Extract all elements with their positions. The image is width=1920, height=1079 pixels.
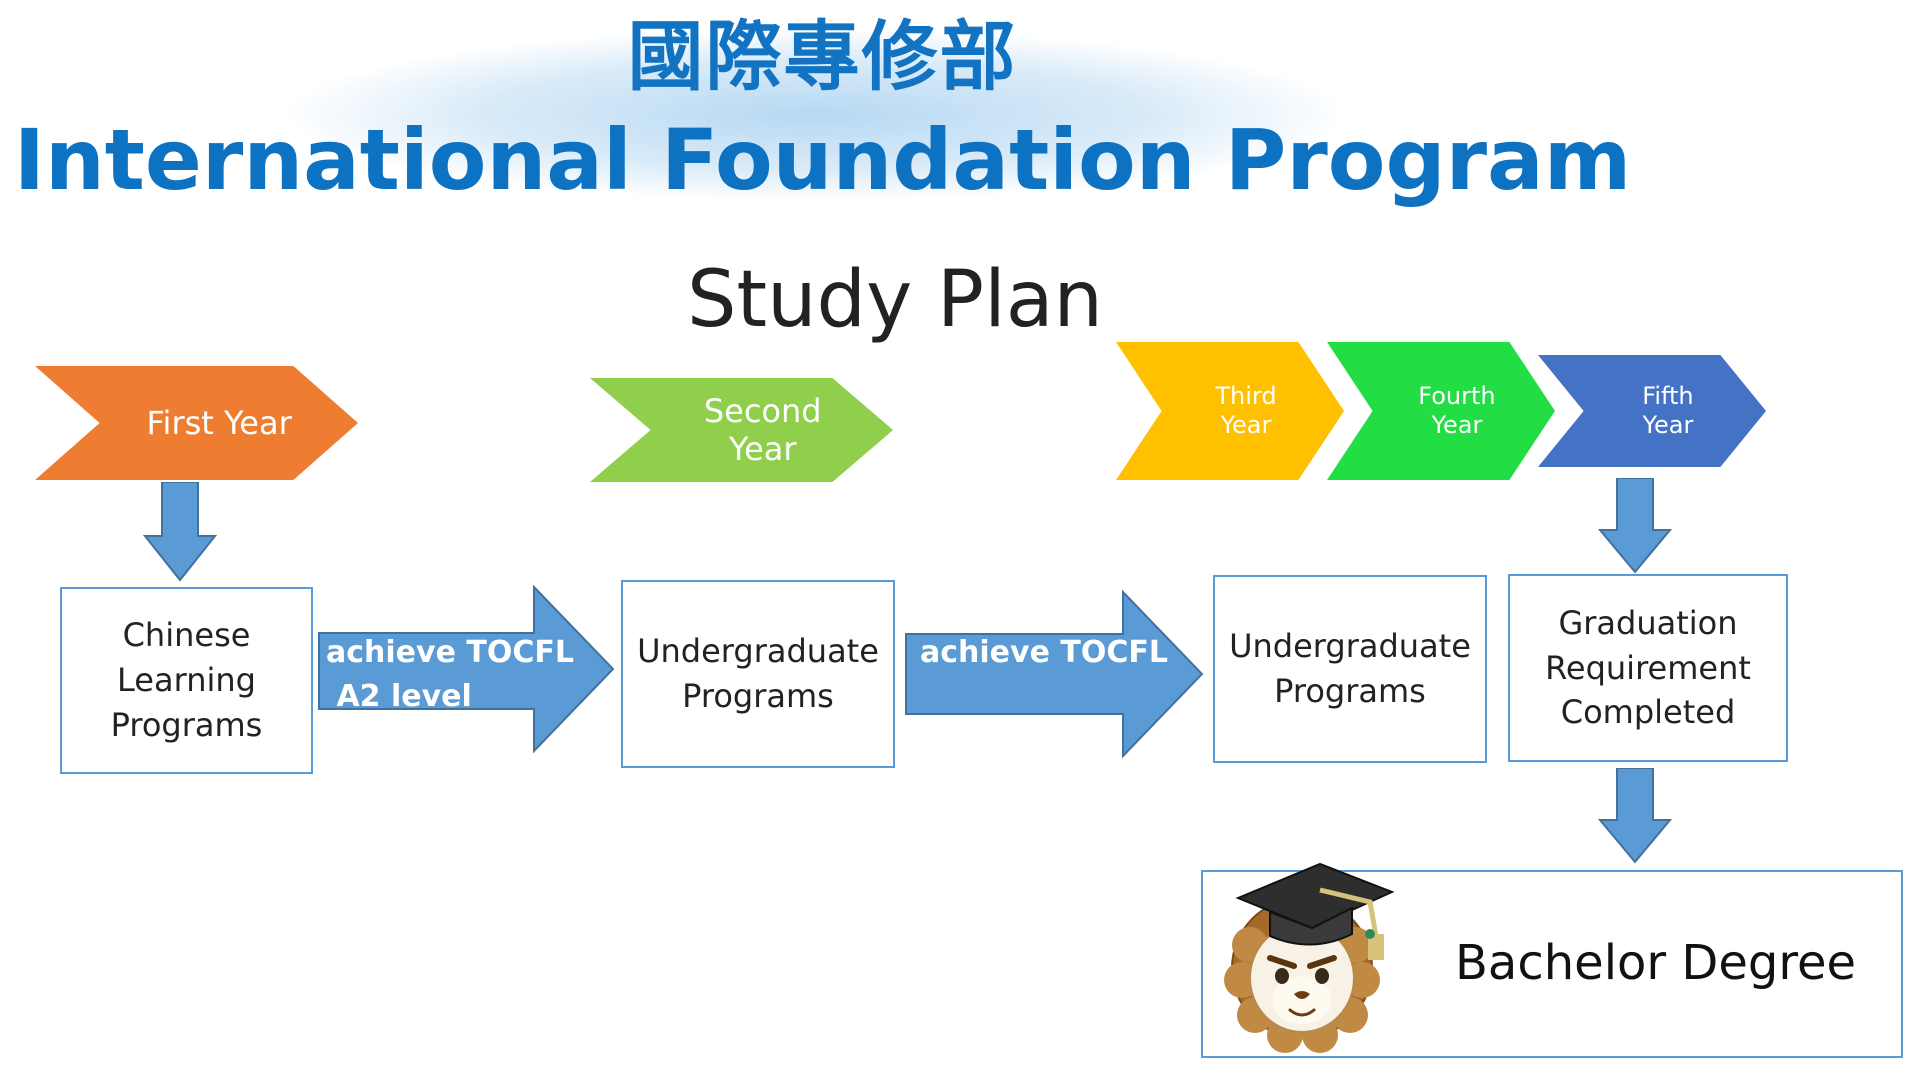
undergraduate-programs-box-1: Undergraduate Programs [621,580,895,768]
requirement-b1-line1: achieve TOCFL [920,635,1168,670]
requirement-a2-line2: A2 level [326,679,472,714]
title-chinese: 國際專修部 [627,12,1018,101]
requirement-b1-line2: B1 level [920,676,1072,760]
chevron-third-year-label: Third Year [1215,382,1277,439]
graduation-requirement-box: Graduation Requirement Completed [1508,574,1788,762]
requirement-arrow-b1 [905,590,1204,758]
title-english: International Foundation Program [13,111,1632,209]
chevron-second-year-label: Second Year [703,391,822,468]
lion-graduate-mascot-icon [1224,862,1395,1053]
chevron-fifth-year: Fifth Year [1538,355,1766,467]
chevron-first-year-label: First Year [146,403,292,442]
chevron-fourth-year: Fourth Year [1327,342,1555,480]
chevron-third-year: Third Year [1116,342,1344,480]
chevron-fifth-year-label: Fifth Year [1642,382,1694,439]
arrow-down-icon [143,482,217,582]
requirement-b1-level-word: level [980,721,1072,756]
chevron-fourth-year-label: Fourth Year [1418,382,1496,439]
arrow-down-icon [1598,478,1672,574]
requirement-a2-line1: achieve TOCFL [326,635,574,670]
arrow-down-icon [1598,768,1672,864]
title-glow-background [290,30,1340,200]
chinese-learning-programs-box: Chinese Learning Programs [60,587,313,774]
chevron-first-year: First Year [35,366,358,480]
study-plan-heading: Study Plan [687,255,1103,345]
undergraduate-programs-box-2: Undergraduate Programs [1213,575,1487,763]
chevron-second-year: Second Year [590,378,893,482]
requirement-arrow-a2 [318,585,615,753]
requirement-b1-level-code: B1 [940,721,981,756]
bachelor-degree-label: Bachelor Degree [1455,935,1857,991]
